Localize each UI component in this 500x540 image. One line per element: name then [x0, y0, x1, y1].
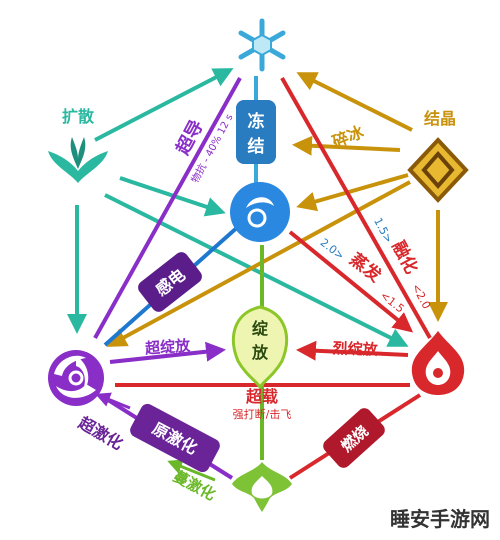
- spread-arrow: [167, 459, 216, 482]
- hyperbloom-label: 超绽放: [144, 336, 192, 357]
- swirl-arrow-pyro: [104, 193, 409, 347]
- swirl-arrow-hydro: [119, 176, 226, 217]
- pyro-node: [411, 331, 465, 395]
- aggravate-arrow: [95, 392, 131, 410]
- superconduct-label: 超导: [172, 116, 208, 158]
- swirl-arrow-cryo: [94, 68, 234, 142]
- hydro-node: [230, 182, 290, 242]
- aggravate-label: 超激化: [74, 413, 126, 454]
- burgeon-arrow: [296, 340, 409, 361]
- freeze-label-1: 冻: [248, 111, 265, 132]
- geo-node: [407, 137, 469, 203]
- dendro-node: [232, 462, 292, 512]
- dendro-leaf-icon: [231, 305, 289, 390]
- bloom-label-1: 绽: [252, 319, 268, 338]
- superconduct-line: [93, 77, 242, 339]
- geo-crystal-icon: [407, 137, 469, 203]
- anemo-node: [48, 137, 108, 183]
- crystallize-arrow-hydro: [296, 173, 409, 212]
- overloaded-label: 超载: [245, 387, 278, 406]
- swirl-arrows: [67, 68, 409, 347]
- bloom-node: [231, 305, 289, 390]
- bloom-label-2: 放: [251, 343, 269, 362]
- element-label-geo: 结晶: [423, 109, 456, 128]
- burning-badge: [323, 408, 385, 468]
- freeze-label-2: 结: [248, 136, 265, 157]
- watermark: 睡安手游网: [390, 507, 490, 531]
- element-label-anemo: 扩散: [62, 107, 95, 126]
- electro-node: [48, 350, 104, 406]
- quicken-badge: [130, 403, 220, 473]
- vaporize-line: [288, 230, 414, 333]
- anemo-wings-icon: [48, 137, 108, 183]
- hyperbloom-arrow: [109, 341, 226, 364]
- melt-line: [280, 77, 432, 339]
- overloaded-note: 强打断/击飞: [233, 407, 292, 421]
- burgeon-label: 烈绽放: [332, 339, 379, 359]
- crystallize-arrow-cryo: [296, 72, 413, 132]
- shatter-arrow: [292, 135, 401, 156]
- dendro-emblem-icon: [232, 462, 292, 512]
- cryo-node: [238, 18, 286, 72]
- electro-charged-badge: [138, 252, 202, 312]
- freeze-badge: [236, 100, 276, 164]
